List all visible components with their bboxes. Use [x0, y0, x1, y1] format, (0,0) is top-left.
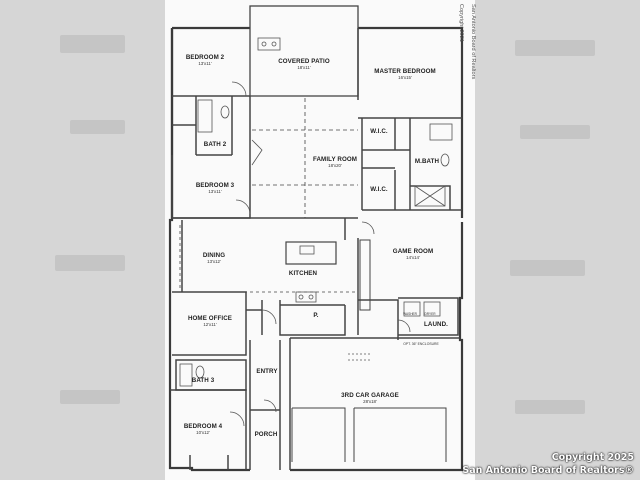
mbath-shower — [414, 185, 446, 207]
room-label-wic-1: W.I.C. — [370, 128, 388, 135]
room-dim-bedroom-4: 10'x12' — [196, 430, 210, 435]
watermark-line-2: San Antonio Board of Realtors® — [462, 465, 634, 476]
room-label-laundry: LAUND. — [424, 321, 448, 328]
room-dim-bedroom-3: 13'x11' — [208, 189, 222, 194]
plan-source-text: San Antonio Board of Realtors — [470, 4, 476, 80]
interior-walls — [170, 5, 462, 470]
room-label-home-office: HOME OFFICE — [187, 315, 233, 322]
room-dim-bedroom-2: 13'x11' — [198, 61, 212, 66]
blurred-label — [60, 35, 125, 53]
room-dim-garage: 28'x18' — [363, 399, 377, 404]
room-label-family-room: FAMILY ROOM — [312, 156, 358, 163]
room-label-bedroom-3: BEDROOM 3 — [195, 182, 235, 189]
room-label-master-bedroom: MASTER BEDROOM — [374, 68, 436, 75]
room-label-entry: ENTRY — [256, 368, 278, 375]
plan-copyright-vertical: Copyright 2021 — [452, 4, 464, 124]
blurred-label — [60, 390, 120, 404]
room-label-pantry: P. — [313, 312, 319, 319]
room-label-bath-3: BATH 3 — [191, 377, 215, 384]
bath2-toilet — [220, 105, 230, 119]
room-dim-dining: 13'x12' — [207, 259, 221, 264]
mbath-tub — [429, 123, 453, 141]
blurred-label — [70, 120, 125, 134]
room-dim-covered-patio: 18'x11' — [297, 65, 311, 70]
patio-grill — [257, 37, 281, 51]
room-dim-family-room: 18'x20' — [328, 163, 342, 168]
room-label-mbath: M.BATH — [414, 158, 440, 165]
room-label-dining: DINING — [202, 252, 226, 259]
opt-enclosure-note: OPT. 36" ENCLOSURE — [403, 342, 439, 346]
plan-source-vertical: San Antonio Board of Realtors — [464, 4, 476, 124]
dryer-label: DRYER — [424, 312, 436, 316]
room-label-bedroom-4: BEDROOM 4 — [183, 423, 223, 430]
fixtures — [179, 37, 453, 427]
washer-label: WASHER — [403, 312, 417, 316]
room-label-bedroom-2: BEDROOM 2 — [185, 54, 225, 61]
dryer — [423, 301, 441, 317]
watermark-line-1: Copyright 2025 — [551, 452, 634, 463]
blurred-label — [510, 260, 585, 276]
floor-plan-sheet — [165, 0, 475, 480]
blurred-label — [520, 125, 590, 139]
blurred-label — [515, 40, 595, 56]
plan-copyright-year: Copyright 2021 — [458, 4, 464, 42]
room-label-bath-2: BATH 2 — [203, 141, 227, 148]
blurred-background-left — [0, 0, 165, 480]
blurred-background-right — [475, 0, 640, 480]
room-label-porch: PORCH — [254, 431, 278, 438]
room-label-kitchen: KITCHEN — [288, 270, 318, 277]
bath2-tub — [197, 99, 213, 133]
room-dim-home-office: 12'x11' — [203, 322, 217, 327]
fireplace — [359, 239, 371, 311]
kitchen-island — [285, 241, 337, 265]
blurred-label — [55, 255, 125, 271]
blurred-label — [515, 400, 585, 414]
room-dim-master-bedroom: 16'x15' — [398, 75, 412, 80]
kitchen-range — [295, 291, 317, 303]
room-label-garage: 3RD CAR GARAGE — [341, 392, 399, 399]
washer — [403, 301, 421, 317]
patio-slab — [249, 5, 359, 97]
room-label-game-room: GAME ROOM — [392, 248, 434, 255]
room-label-covered-patio: COVERED PATIO — [278, 58, 330, 65]
room-dim-game-room: 14'x14' — [406, 255, 420, 260]
room-label-wic-2: W.I.C. — [370, 186, 388, 193]
